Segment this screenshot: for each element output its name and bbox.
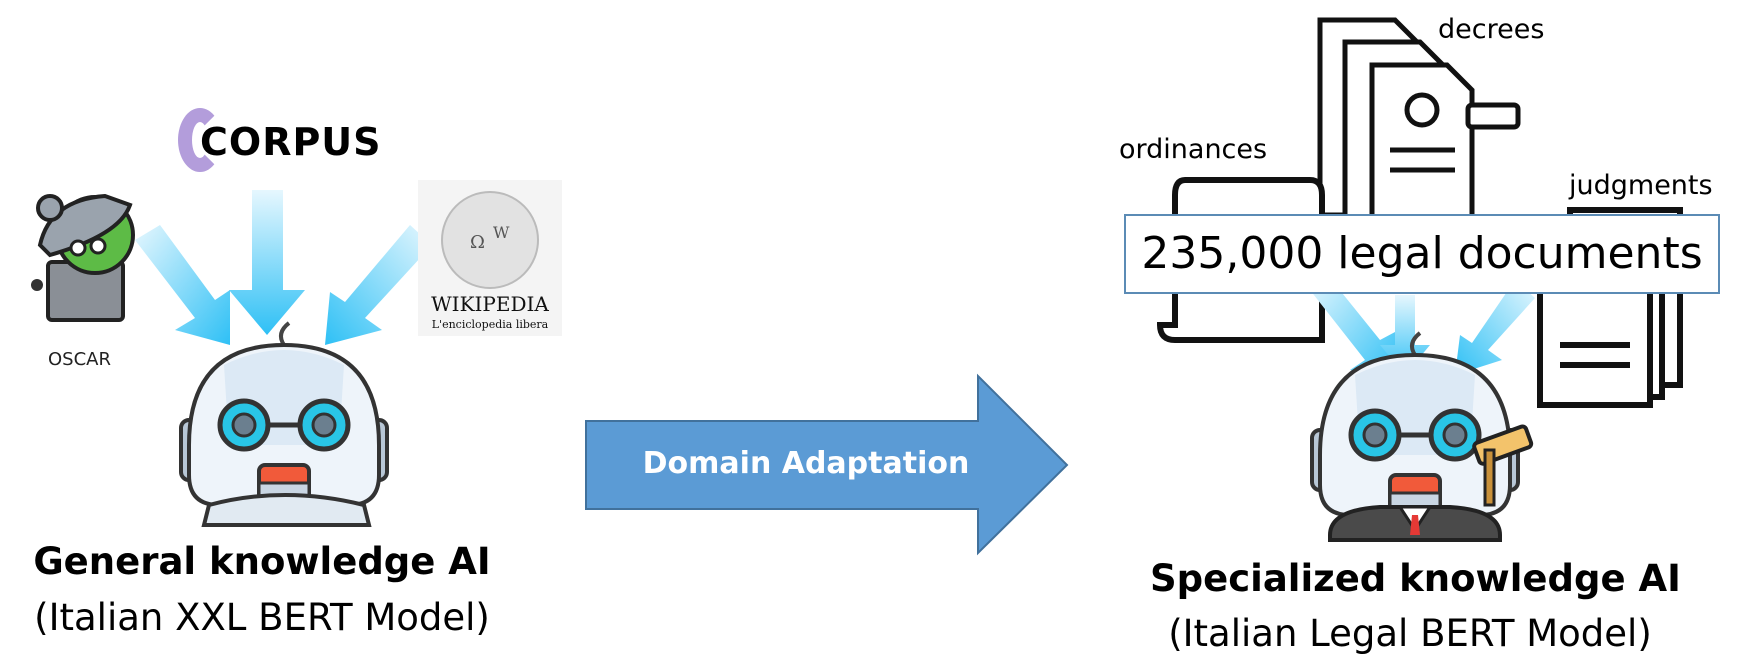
corpus-logo: CORPUS xyxy=(178,108,381,180)
general-robot-illustration xyxy=(181,323,387,527)
oscar-label: OSCAR xyxy=(48,349,111,370)
specialized-ai-title: Specialized knowledge AI xyxy=(1150,557,1681,600)
judgments-label: judgments xyxy=(1569,170,1713,201)
oscar-logo xyxy=(31,193,135,322)
legal-documents-count-box: 235,000 legal documents xyxy=(1124,214,1720,294)
svg-text:Ω: Ω xyxy=(470,232,485,253)
decrees-documents-icon xyxy=(1317,17,1521,238)
specialized-ai-subtitle: (Italian Legal BERT Model) xyxy=(1168,612,1652,655)
svg-text:W: W xyxy=(493,223,510,242)
corpus-logo-c xyxy=(178,108,222,172)
ordinances-label: ordinances xyxy=(1119,134,1268,165)
wikipedia-tagline: L'enciclopedia libera xyxy=(431,318,549,331)
corpus-logo-text: CORPUS xyxy=(200,120,382,164)
flow-arrows-left xyxy=(135,190,432,345)
legal-robot-illustration xyxy=(1312,333,1534,542)
general-ai-subtitle: (Italian XXL BERT Model) xyxy=(34,596,490,639)
domain-adaptation-arrow xyxy=(585,373,1069,556)
wikipedia-wordmark: WIKIPEDIA xyxy=(431,292,549,316)
decrees-label: decrees xyxy=(1438,14,1545,45)
domain-adaptation-label: Domain Adaptation xyxy=(642,446,970,481)
general-ai-title: General knowledge AI xyxy=(33,540,491,583)
wikipedia-logo: Ω W xyxy=(418,180,562,336)
